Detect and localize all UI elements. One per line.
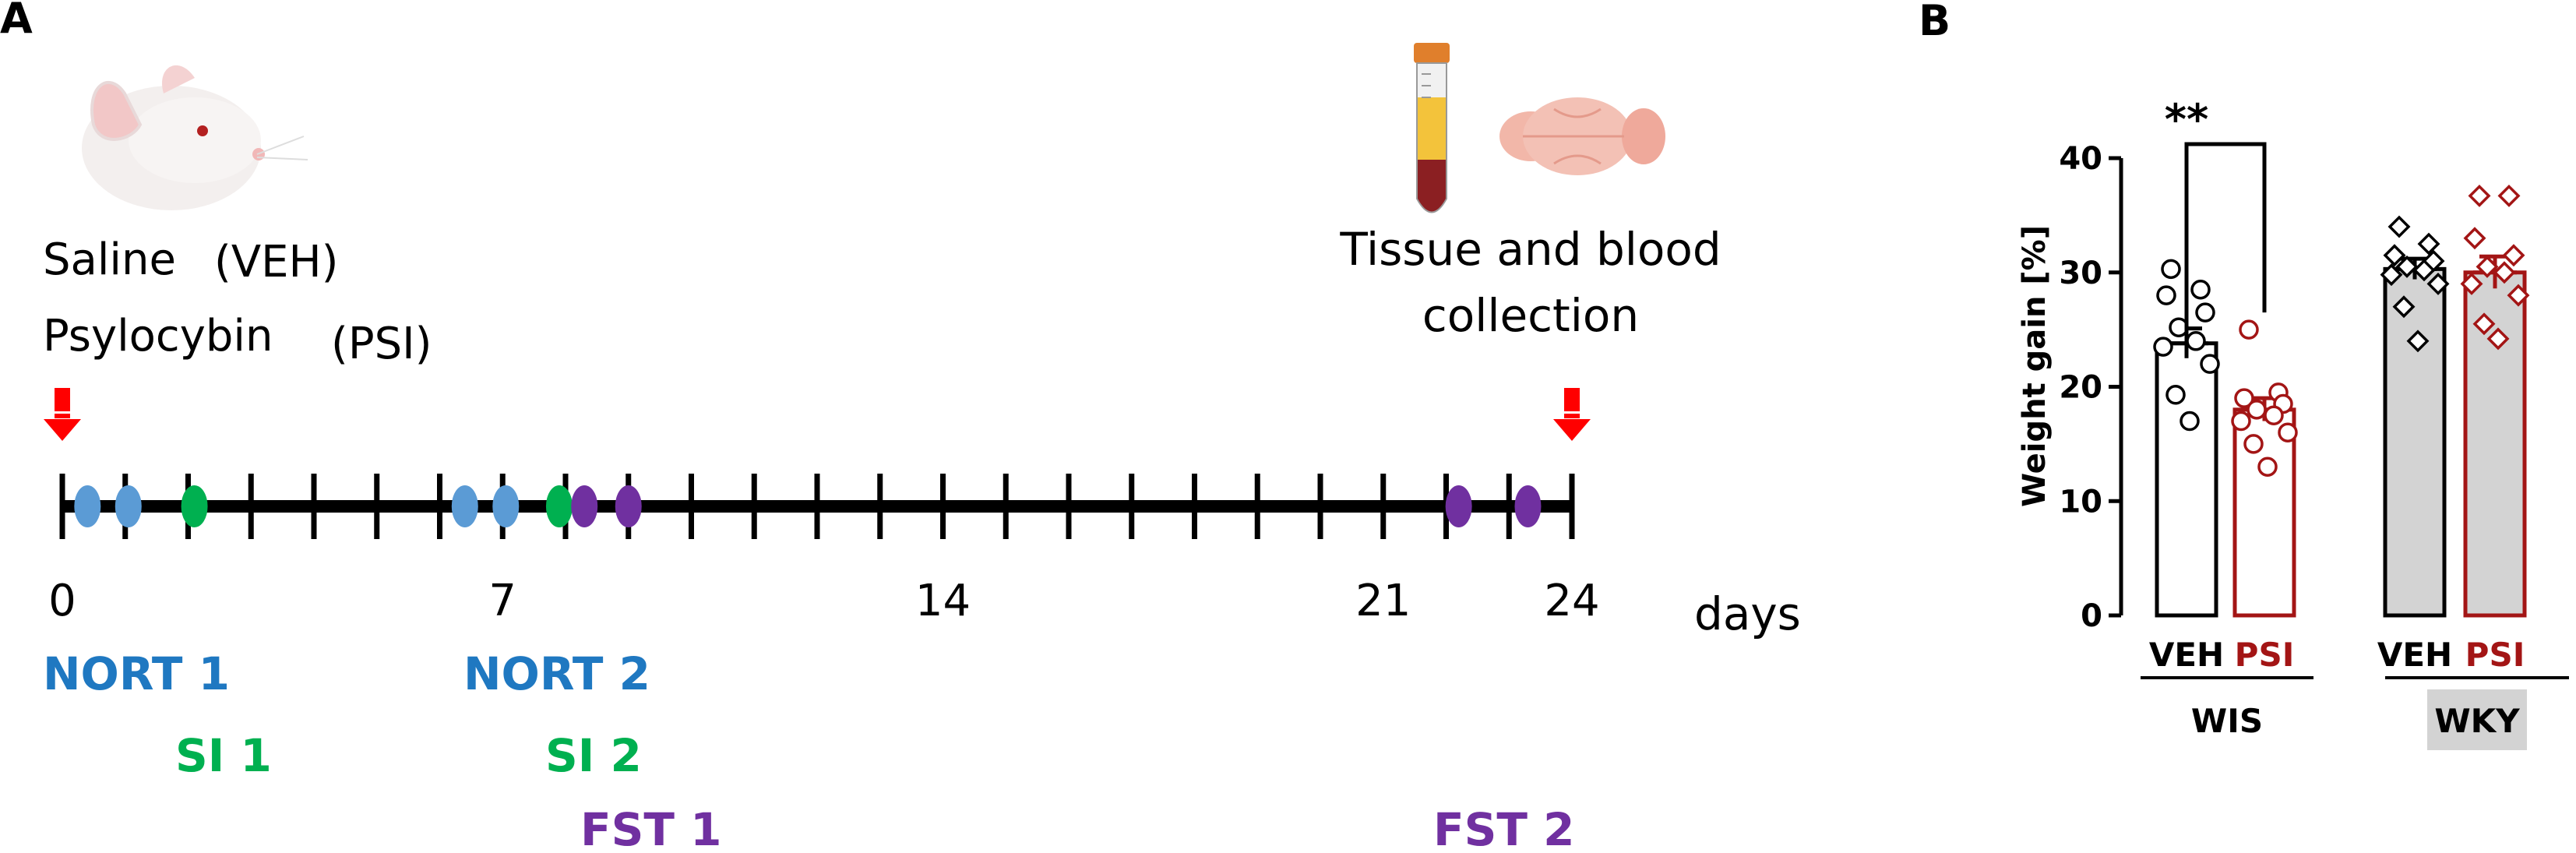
si-2-label: SI 2: [545, 729, 642, 782]
y-tick-label: 20: [2059, 370, 2102, 406]
fst-2-label: FST 2: [1433, 803, 1575, 853]
panel-a: A Saline (VEH) Psylocybin (PSI): [0, 0, 1801, 853]
bar-wis-veh: [2155, 341, 2218, 618]
x-category-label: VEH: [2149, 636, 2224, 674]
data-point: [2234, 388, 2254, 408]
data-point: [2239, 319, 2259, 340]
data-point: [2153, 337, 2173, 357]
panel-a-label: A: [0, 0, 33, 43]
data-point: [2180, 411, 2200, 432]
data-point: [2406, 330, 2430, 353]
test-event-marker-fst: [615, 485, 642, 527]
test-event-marker-fst: [1514, 485, 1542, 527]
nort-1-label: NORT 1: [43, 647, 230, 700]
x-category-label: VEH: [2377, 636, 2452, 674]
timeline: 0 7 14 21 24 days: [44, 388, 1801, 640]
data-point: [2195, 302, 2215, 323]
test-event-marker-fst: [1445, 485, 1472, 527]
data-point: [2380, 263, 2403, 287]
strain-label: WIS: [2191, 702, 2263, 740]
data-point: [2472, 312, 2496, 336]
y-tick-label: 10: [2059, 484, 2102, 520]
data-point: [2412, 259, 2436, 282]
day-label: 21: [1355, 576, 1411, 626]
test-event-marker-fst: [571, 485, 598, 527]
fst-1-label: FST 1: [580, 803, 722, 853]
y-tick-label: 30: [2059, 256, 2102, 291]
saline-label: Saline: [43, 234, 176, 285]
data-point: [2417, 232, 2440, 256]
rat-illustration: [82, 65, 308, 210]
data-point: [2507, 284, 2530, 307]
bar-wky-veh: [2383, 266, 2447, 618]
test-event-marker-nort: [115, 485, 142, 527]
day-label: 7: [488, 576, 516, 626]
day-label: 24: [1544, 576, 1599, 626]
significance-bracket: [2184, 142, 2267, 333]
data-point: [2392, 295, 2416, 319]
x-category-label: PSI: [2235, 636, 2295, 674]
day-label: 14: [915, 576, 971, 626]
data-point: [2186, 331, 2206, 351]
collection-line-1: Tissue and blood: [1339, 223, 1721, 276]
brain-icon: [1499, 97, 1665, 175]
day-label: 0: [48, 576, 76, 626]
data-point: [2190, 280, 2211, 300]
data-point: [2468, 184, 2491, 207]
nort-2-label: NORT 2: [463, 647, 650, 700]
data-point: [2395, 255, 2419, 278]
test-event-marker-nort: [451, 485, 478, 527]
test-event-marker-si: [545, 485, 573, 527]
data-point: [2257, 456, 2278, 477]
data-point: [2161, 259, 2181, 280]
blood-tube-icon: [1414, 43, 1450, 213]
y-tick-label: 40: [2059, 141, 2102, 177]
data-point: [2387, 215, 2411, 238]
data-point: [2278, 422, 2298, 442]
test-event-marker-nort: [74, 485, 101, 527]
data-point: [2476, 255, 2499, 278]
injection-arrow-icon: [44, 388, 81, 441]
significance-marker: **: [2165, 95, 2208, 144]
x-category-label: PSI: [2465, 636, 2525, 674]
psilocybin-label: Psylocybin: [43, 311, 273, 361]
data-point: [2493, 261, 2516, 284]
strain-label-highlight: [2427, 689, 2527, 750]
data-point: [2200, 354, 2220, 374]
data-point: [2383, 244, 2406, 267]
test-event-marker-si: [181, 485, 208, 527]
data-point: [2156, 285, 2176, 305]
data-point: [2165, 385, 2186, 405]
data-point: [2247, 400, 2267, 420]
injection-arrow-icon: [1553, 388, 1591, 441]
data-point: [2460, 272, 2483, 295]
y-tick-label: 0: [2081, 598, 2102, 634]
bar-wky-psi: [2463, 270, 2527, 618]
data-point: [2231, 411, 2251, 432]
panel-b-label: B: [1919, 0, 1951, 45]
psi-label: (PSI): [331, 319, 432, 369]
strain-label: WKY: [2434, 702, 2520, 740]
test-event-marker-nort: [492, 485, 520, 527]
veh-label: (VEH): [214, 237, 339, 287]
data-point: [2243, 434, 2264, 454]
y-axis-title: Weight gain [%]: [2017, 225, 2053, 507]
data-point: [2463, 227, 2486, 250]
si-1-label: SI 1: [175, 729, 272, 782]
data-point: [2497, 184, 2521, 207]
days-unit-label: days: [1694, 587, 1801, 640]
data-point: [2426, 272, 2450, 295]
data-point: [2502, 244, 2525, 267]
data-point: [2264, 405, 2284, 425]
collection-line-2: collection: [1422, 289, 1639, 342]
data-point: [2486, 327, 2510, 351]
